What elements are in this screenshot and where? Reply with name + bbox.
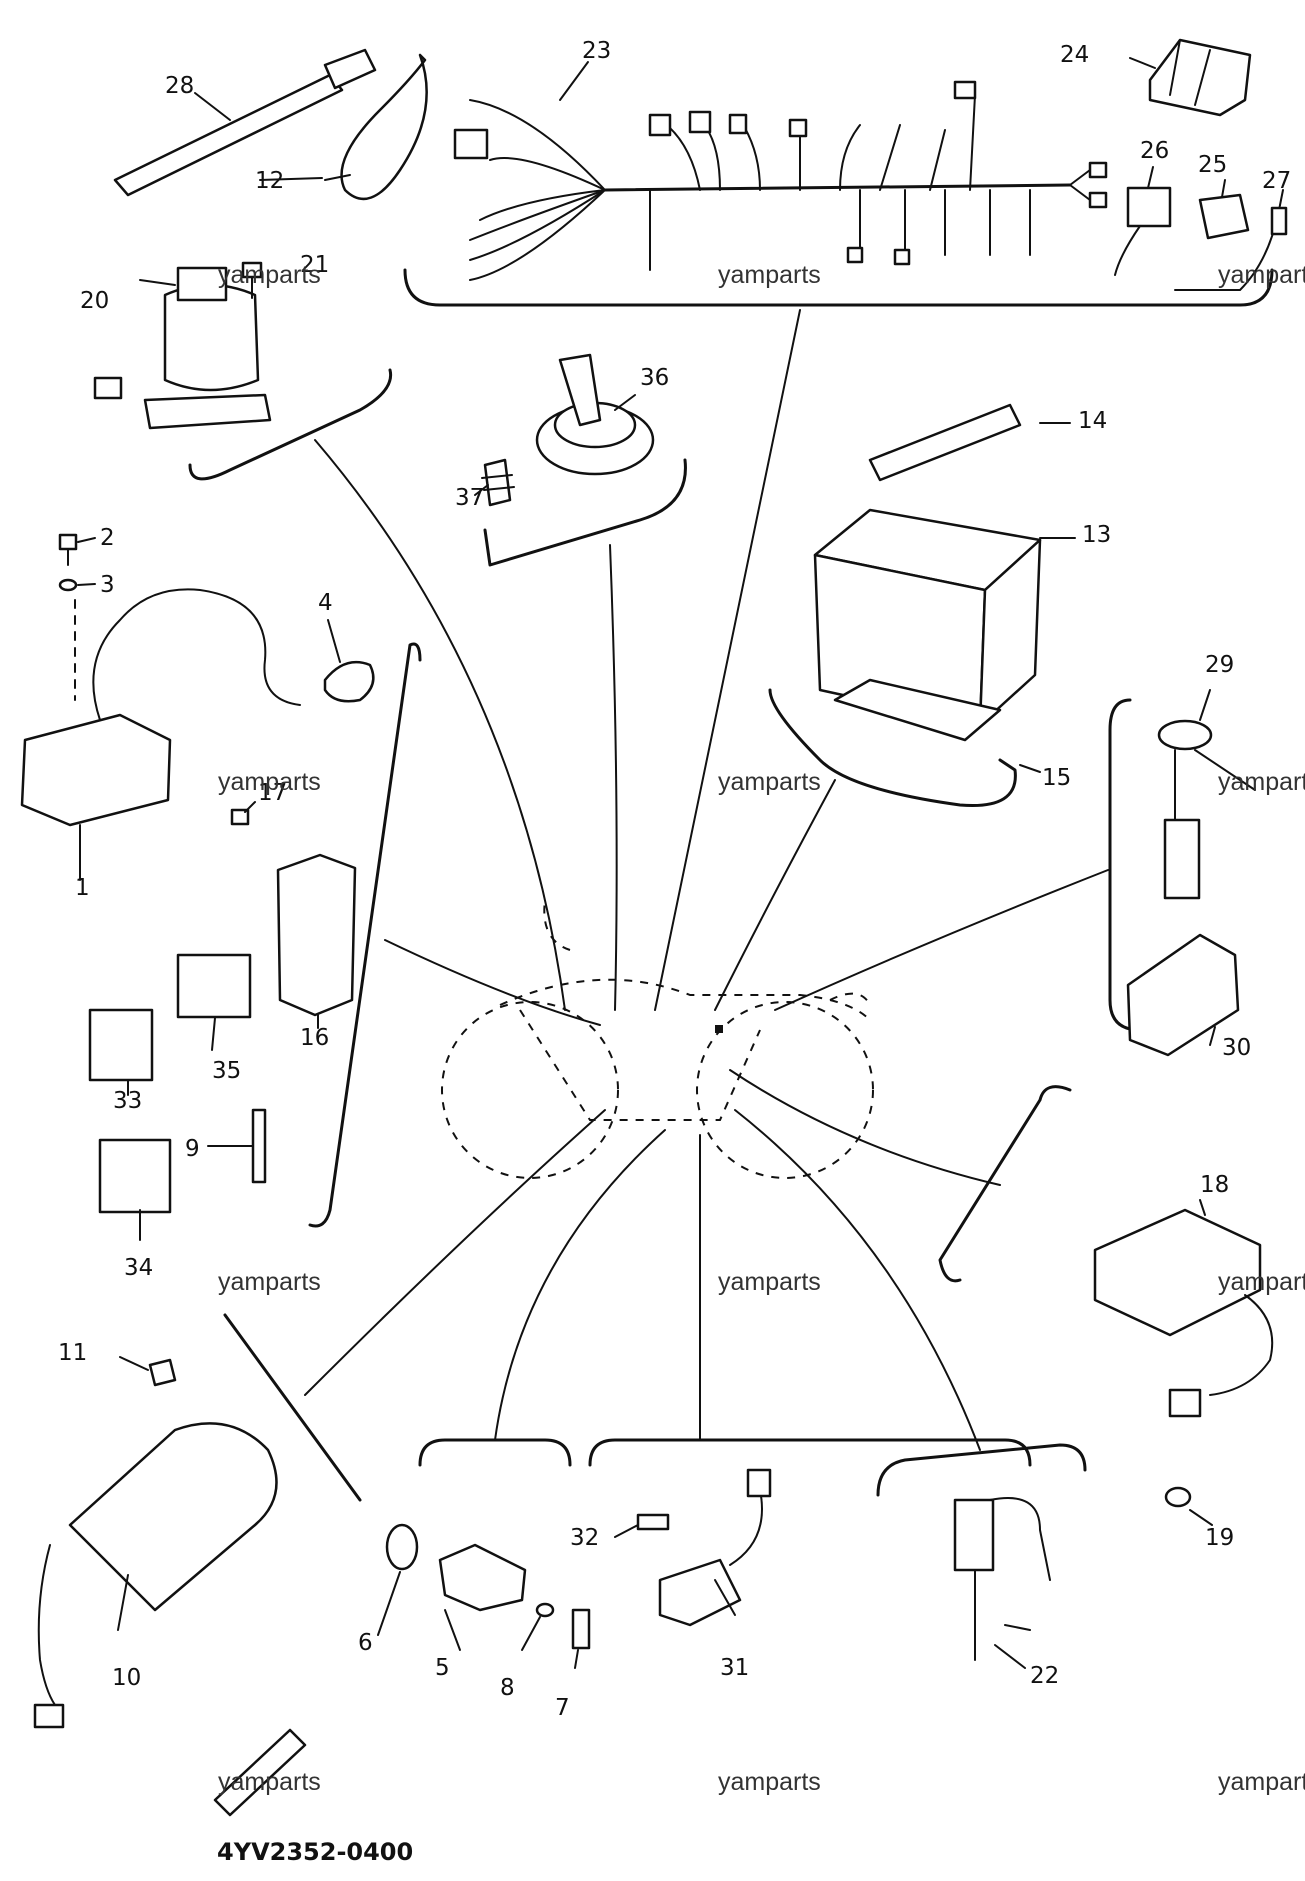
callout-19: 19 (1205, 1525, 1234, 1551)
callout-12: 12 (255, 168, 284, 194)
part-34-relay (98, 1138, 172, 1214)
callout-30: 30 (1222, 1035, 1251, 1061)
part-4-cap (323, 660, 375, 703)
callout-17: 17 (258, 780, 287, 806)
part-11-screw (148, 1358, 177, 1387)
callout-1: 1 (75, 875, 90, 901)
part-35-relay (176, 953, 252, 1019)
watermark-text: yamparts (718, 261, 821, 289)
callout-16: 16 (300, 1025, 329, 1051)
callout-8: 8 (500, 1675, 515, 1701)
watermark-text: yamparts (718, 1768, 821, 1796)
watermark-text: yamparts (1218, 1768, 1305, 1796)
part-14-battery-band (868, 403, 1022, 482)
part-17-screw (230, 808, 250, 826)
callout-25: 25 (1198, 152, 1227, 178)
callout-22: 22 (1030, 1663, 1059, 1689)
part-29-sensor (1157, 719, 1256, 900)
part-36-horn (535, 353, 655, 476)
part-5-switch (438, 1543, 527, 1612)
fwd-arrow-icon (213, 1728, 307, 1817)
callout-2: 2 (100, 525, 115, 551)
group-brackets (188, 268, 1274, 1502)
callout-36: 36 (640, 365, 669, 391)
callout-14: 14 (1078, 408, 1107, 434)
part-25-connector (1198, 193, 1250, 240)
watermark-text: yamparts (218, 768, 321, 796)
part-9-sensor (251, 1108, 267, 1184)
callout-11: 11 (58, 1340, 87, 1366)
part-37-bolt-washers (481, 458, 515, 507)
watermarks: yamparts yamparts yamparts yamparts yamparts… (218, 261, 1305, 1796)
watermark-text: yamparts (1218, 261, 1305, 289)
leader-lines (304, 309, 1109, 1451)
callout-23: 23 (582, 38, 611, 64)
watermark-text: yamparts (1218, 1268, 1305, 1296)
callout-32: 32 (570, 1525, 599, 1551)
watermark-text: yamparts (718, 1268, 821, 1296)
part-3-washer (58, 578, 78, 592)
part-10-starter-motor (33, 1422, 278, 1729)
part-18-rectifier-regulator (1093, 1208, 1274, 1418)
part-19-screw (1164, 1486, 1192, 1508)
callout-15: 15 (1042, 765, 1071, 791)
part-13-battery (813, 508, 1042, 727)
callout-37: 37 (455, 485, 484, 511)
callout-29: 29 (1205, 652, 1234, 678)
callout-24: 24 (1060, 42, 1089, 68)
part-2-screw (58, 533, 78, 566)
part-20-main-switch (93, 266, 272, 430)
callout-18: 18 (1200, 1172, 1229, 1198)
part-27-fuse-lead (1174, 204, 1288, 291)
callout-26: 26 (1140, 138, 1169, 164)
part-12-tie-loop (324, 53, 428, 201)
callout-9: 9 (185, 1136, 200, 1162)
callout-34: 34 (124, 1255, 153, 1281)
callout-20: 20 (80, 288, 109, 314)
watermark-text: yamparts (218, 1268, 321, 1296)
callout-3: 3 (100, 572, 115, 598)
part-30-relay-block (1126, 933, 1240, 1057)
callout-21: 21 (300, 252, 329, 278)
part-23-wire-harness (453, 80, 1108, 281)
callout-13: 13 (1082, 522, 1111, 548)
callout-31: 31 (720, 1655, 749, 1681)
part-26-connector (1114, 186, 1172, 276)
part-6-cap (385, 1523, 419, 1571)
part-8-washer (535, 1602, 555, 1618)
part-32-bolt (636, 1513, 670, 1531)
diagram-code: 4YV2352-0400 (217, 1838, 413, 1866)
callout-28: 28 (165, 73, 194, 99)
part-7-bolt (571, 1608, 591, 1650)
callout-7: 7 (555, 1695, 570, 1721)
callout-27: 27 (1262, 168, 1291, 194)
part-16-flasher-relay (276, 853, 357, 1017)
callout-5: 5 (435, 1655, 450, 1681)
part-22-switch (953, 1497, 1051, 1661)
part-21-screw (241, 261, 263, 299)
watermark-text: yamparts (1218, 768, 1305, 796)
watermark-text: yamparts (218, 1768, 321, 1796)
callout-4: 4 (318, 590, 333, 616)
callout-6: 6 (358, 1630, 373, 1656)
callout-leaders (74, 57, 1284, 1669)
part-31-switch (658, 1468, 772, 1627)
part-1-control-unit (20, 588, 301, 827)
watermark-text: yamparts (218, 261, 321, 289)
part-24-connector-cap (1148, 38, 1252, 117)
callout-10: 10 (112, 1665, 141, 1691)
callout-35: 35 (212, 1058, 241, 1084)
watermark-text: yamparts (718, 768, 821, 796)
motorcycle-silhouette (441, 899, 874, 1179)
part-28-cable-band (113, 48, 377, 197)
part-15-battery-pad (833, 678, 1002, 742)
part-33-relay (88, 1008, 154, 1082)
